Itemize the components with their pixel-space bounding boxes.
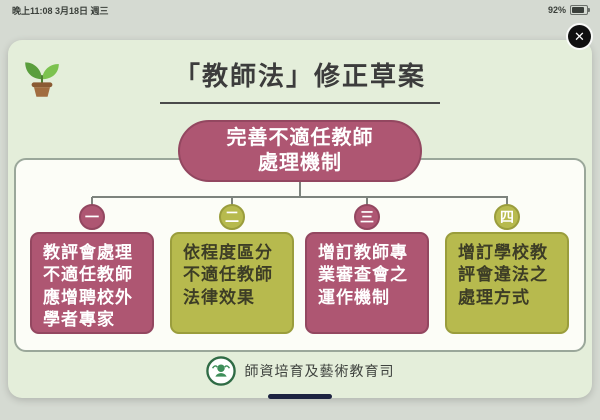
branch-box-4: 增訂學校教評會違法之處理方式 bbox=[445, 232, 569, 334]
battery-percent: 92% bbox=[547, 5, 566, 15]
connector-line bbox=[231, 197, 233, 207]
root-node-line1: 完善不適任教師 bbox=[226, 127, 374, 149]
connector-line bbox=[92, 196, 508, 198]
branch-number-1: 一 bbox=[79, 204, 105, 230]
close-icon: ✕ bbox=[574, 28, 585, 44]
branch-box-2: 依程度區分不適任教師法律效果 bbox=[170, 232, 294, 334]
close-button[interactable]: ✕ bbox=[568, 25, 591, 48]
slide-footer: 師資培育及藝術教育司 bbox=[8, 354, 592, 388]
branch-number-2: 二 bbox=[219, 204, 245, 230]
home-indicator[interactable] bbox=[268, 394, 332, 399]
status-bar: 晚上11:08 3月18日 週三 92% bbox=[0, 0, 600, 20]
battery-fill bbox=[572, 7, 584, 13]
connector-line bbox=[91, 197, 93, 207]
branch-box-1: 教評會處理不適任教師應增聘校外學者專家 bbox=[30, 232, 154, 334]
status-right-cluster: 92% bbox=[547, 5, 590, 15]
branch-number-3: 三 bbox=[354, 204, 380, 230]
connector-line bbox=[366, 197, 368, 207]
ministry-of-education-logo-icon bbox=[205, 356, 236, 386]
root-node: 完善不適任教師 處理機制 bbox=[178, 120, 422, 182]
branch-box-3: 增訂教師專業審查會之運作機制 bbox=[305, 232, 429, 334]
footer-department-label: 師資培育及藝術教育司 bbox=[244, 363, 395, 379]
connector-line bbox=[506, 197, 508, 207]
sprout-plant-icon bbox=[25, 62, 59, 97]
status-datetime: 晚上11:08 3月18日 週三 bbox=[12, 5, 109, 16]
branch-number-4: 四 bbox=[494, 204, 520, 230]
slide-title: 「教師法」修正草案 bbox=[8, 56, 592, 104]
battery-icon bbox=[570, 5, 590, 15]
root-node-line2: 處理機制 bbox=[258, 152, 342, 174]
connector-line bbox=[299, 178, 301, 196]
slide: 「教師法」修正草案 完善不適任教師 處理機制 一 二 三 四 教評會處理不適任教… bbox=[8, 40, 592, 398]
